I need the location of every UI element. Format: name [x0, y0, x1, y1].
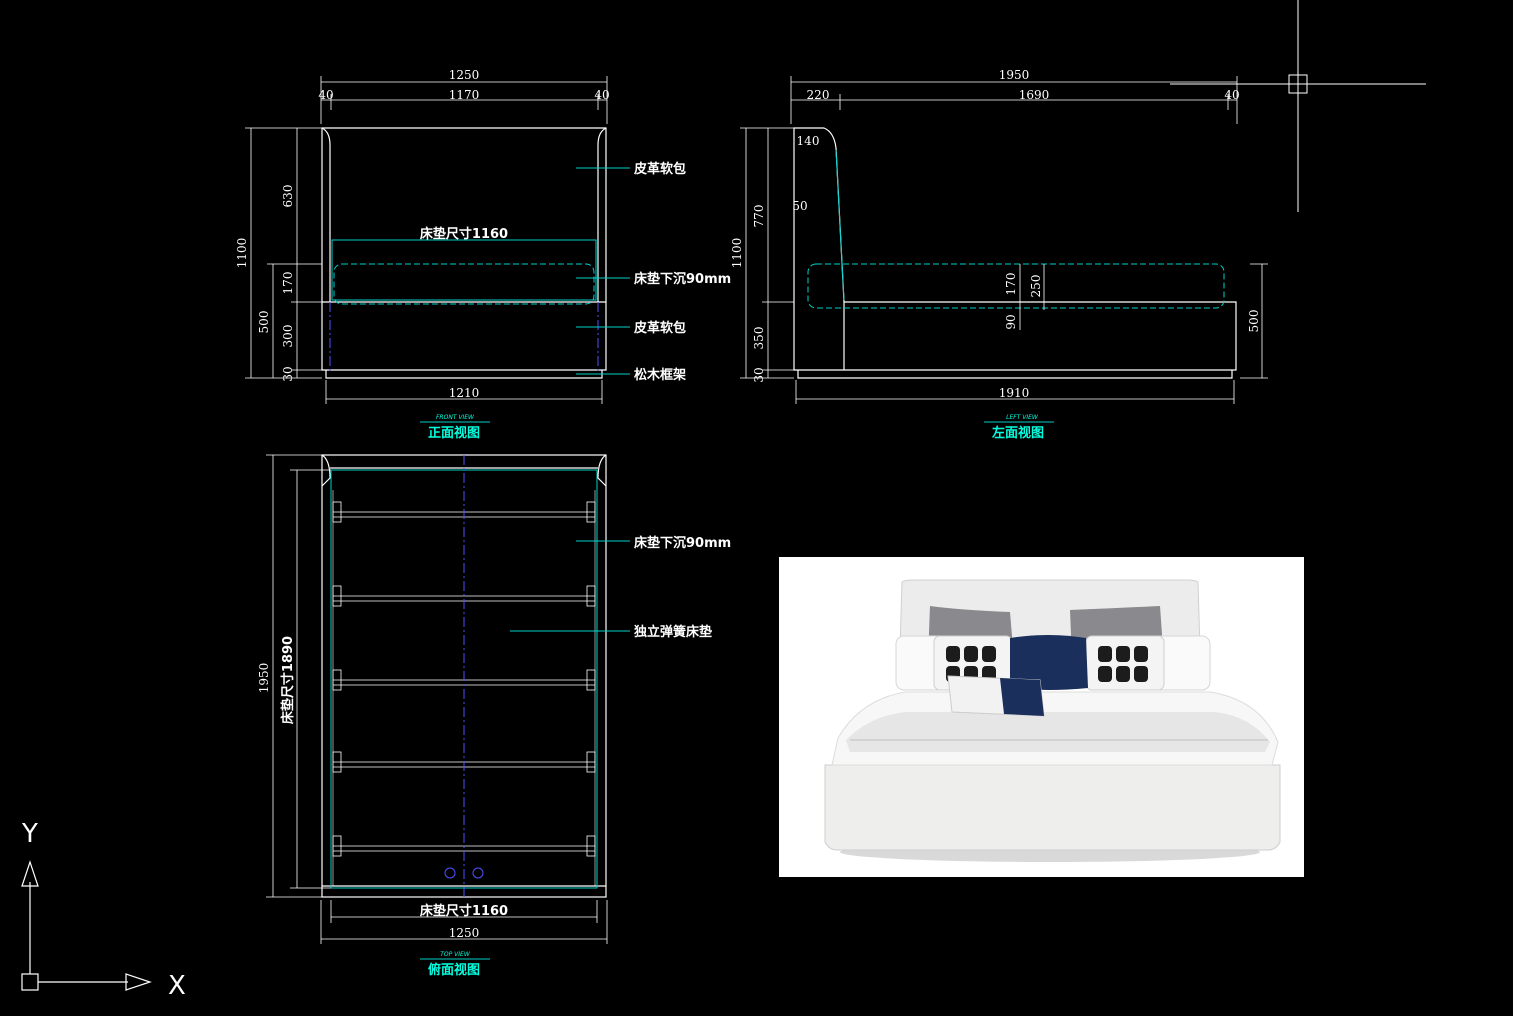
left-view[interactable]: 1950 220 1690 40 140 50 170 250 90	[730, 68, 1268, 441]
front-dim-630: 630	[281, 185, 295, 208]
top-note-mattress-sink: 床垫下沉90mm	[634, 535, 731, 551]
left-dim-bottom: 1910	[999, 386, 1030, 400]
front-note-leather-base: 皮革软包	[633, 320, 686, 336]
left-right-dimension-line	[1240, 263, 1268, 379]
left-dim-40: 40	[1224, 88, 1239, 102]
left-dim-350: 350	[752, 327, 766, 350]
left-dim-1690: 1690	[1019, 88, 1050, 102]
front-dim-left: 40	[318, 88, 333, 102]
cad-crosshair-cursor[interactable]	[1170, 0, 1426, 212]
left-dim-250: 250	[1029, 275, 1043, 298]
left-view-title: 左面视图	[992, 425, 1044, 441]
left-dim-30: 30	[752, 367, 766, 382]
front-dim-bottom: 1210	[449, 386, 480, 400]
left-top-dimension-lines	[790, 76, 1238, 124]
ucs-x-label: X	[168, 971, 186, 1001]
front-dim-base-height: 500	[257, 311, 271, 334]
left-dim-170: 170	[1004, 273, 1018, 296]
ucs-y-label: Y	[21, 819, 38, 849]
top-bottom-dimension-lines	[320, 900, 608, 944]
front-bottom-dimension-line	[325, 380, 603, 404]
top-view[interactable]: 床垫下沉90mm 独立弹簧床垫 1950 床垫尺寸1890 床垫尺寸1160 1…	[257, 454, 731, 978]
bed-render-image[interactable]	[779, 557, 1304, 877]
left-dim-770: 770	[752, 205, 766, 228]
top-foot-marker-right	[472, 867, 484, 879]
front-dim-300: 300	[281, 325, 295, 348]
front-note-leather-head: 皮革软包	[633, 161, 686, 177]
left-dim-50: 50	[792, 199, 807, 213]
left-dim-140: 140	[797, 134, 820, 148]
front-dim-height-overall: 1100	[235, 238, 249, 269]
left-dim-overall-length: 1950	[999, 68, 1030, 82]
front-dim-170: 170	[281, 272, 295, 295]
left-dim-500: 500	[1247, 310, 1261, 333]
front-note-pine-frame: 松木框架	[634, 367, 686, 383]
top-view-subtitle: TOP VIEW	[440, 951, 471, 958]
front-dim-right: 40	[594, 88, 609, 102]
left-left-dimension-lines	[740, 127, 794, 379]
front-bed-outline	[321, 127, 607, 379]
left-bed-outline	[793, 127, 1237, 379]
top-foot-marker-left	[444, 867, 456, 879]
front-dim-overall-width: 1250	[449, 68, 480, 82]
front-mattress	[329, 239, 599, 372]
top-view-title: 俯面视图	[428, 962, 480, 978]
front-leader-lines	[576, 167, 630, 375]
front-dim-30: 30	[281, 366, 295, 381]
front-mattress-size-label: 床垫尺寸1160	[420, 226, 508, 242]
top-dim-overall-width: 1250	[449, 926, 480, 940]
left-dim-90: 90	[1004, 314, 1018, 329]
front-left-dimension-lines	[245, 127, 322, 379]
left-dim-height-overall: 1100	[730, 238, 744, 269]
front-view-subtitle: FRONT VIEW	[436, 414, 475, 421]
left-bottom-dimension-line	[795, 380, 1235, 404]
left-dim-220: 220	[807, 88, 830, 102]
top-leader-lines	[510, 540, 630, 632]
ucs-icon	[21, 860, 152, 991]
top-left-dimension-lines	[266, 454, 331, 898]
front-dim-middle: 1170	[449, 88, 480, 102]
front-note-mattress-sink: 床垫下沉90mm	[634, 271, 731, 287]
left-view-subtitle: LEFT VIEW	[1006, 414, 1039, 421]
left-mattress	[807, 149, 1225, 309]
top-dim-overall-length: 1950	[257, 663, 271, 694]
top-dim-mattress-length: 床垫尺寸1890	[280, 636, 296, 724]
top-note-spring-mattress: 独立弹簧床垫	[634, 624, 712, 640]
front-view-title: 正面视图	[428, 425, 480, 441]
left-inner-dimension-lines	[1019, 264, 1045, 330]
front-top-dimension-lines	[320, 76, 608, 124]
top-dim-mattress-width: 床垫尺寸1160	[420, 903, 508, 919]
front-view[interactable]: 1250 40 1170 40 床垫尺寸1160 皮革软包 床垫下沉90mm	[235, 68, 731, 441]
